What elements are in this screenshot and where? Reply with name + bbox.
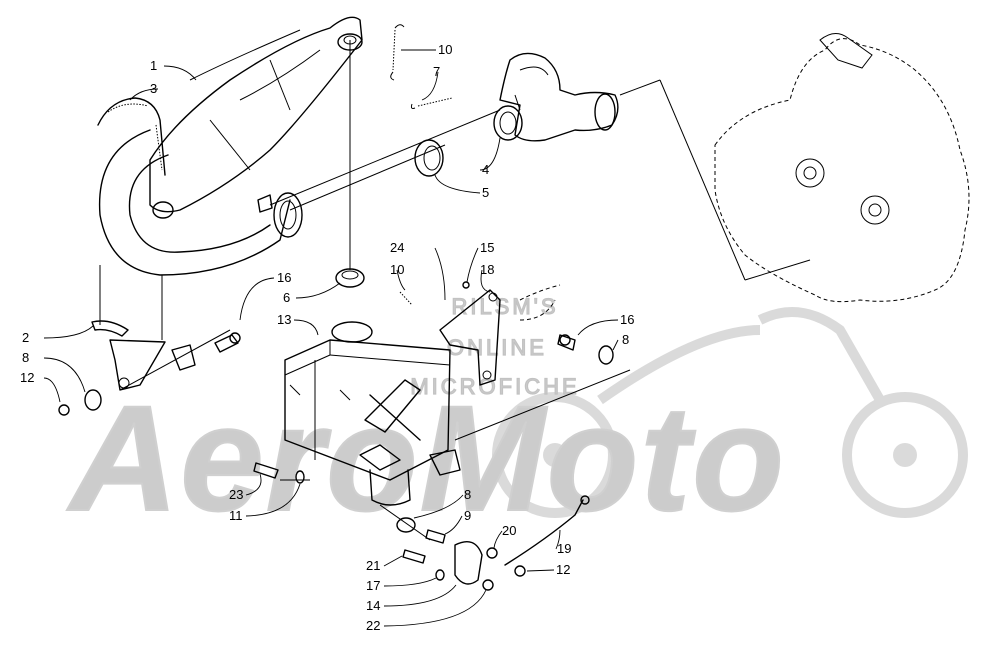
grommet-part-6 [335,268,365,288]
callout-21: 21 [366,558,380,573]
watermark: AeroMoto RILSM'S ONLINE MICROFICHE [65,293,968,543]
silencer-tank-part-13 [284,321,461,506]
callout-10: 10 [438,42,452,57]
callout-13: 13 [277,312,291,327]
bracket-part-24 [399,289,501,386]
callout-7: 7 [433,64,440,79]
callout-16b: 16 [620,312,634,327]
gasket-part-5 [414,139,444,177]
spring-part-7 [410,97,453,109]
callout-8c: 8 [464,487,471,502]
callout-24: 24 [390,240,404,255]
hardware-parts [58,281,614,591]
bracket-part-2 [91,320,196,391]
callout-4: 4 [482,162,489,177]
callout-6: 6 [283,290,290,305]
callout-labels: 1 3 10 7 4 5 24 15 10 18 16 6 13 2 8 12 … [20,42,634,633]
callout-16: 16 [277,270,291,285]
callout-15: 15 [480,240,494,255]
callout-19: 19 [557,541,571,556]
exhaust-manifold-part [493,52,619,142]
cable-part [519,284,561,321]
callout-1: 1 [150,58,157,73]
callout-5: 5 [482,185,489,200]
watermark-wheel-spokes-icon [543,443,917,467]
callout-8: 8 [22,350,29,365]
callout-8b: 8 [622,332,629,347]
callout-leaders [43,49,619,627]
spring-part-3 [97,97,166,176]
spring-part-10-top [390,24,405,81]
watermark-brand: AeroMoto [66,374,786,542]
callout-3: 3 [150,81,157,96]
callout-12b: 12 [556,562,570,577]
callout-20: 20 [502,523,516,538]
watermark-motorcycle-icon [492,307,968,518]
watermark-line3: MICROFICHE [410,374,579,399]
callout-2: 2 [22,330,29,345]
muffler-part [98,16,363,276]
callout-11: 11 [229,508,243,523]
callout-18: 18 [480,262,494,277]
callout-23: 23 [229,487,243,502]
callout-22: 22 [366,618,380,633]
callout-14: 14 [366,598,380,613]
watermark-line1: RILSM'S [451,294,558,319]
grommet-part-top [337,33,363,51]
callout-12: 12 [20,370,34,385]
callout-17: 17 [366,578,380,593]
engine-outline [714,33,970,303]
callout-10b: 10 [390,262,404,277]
callout-9: 9 [464,508,471,523]
assembly-lines [99,40,811,541]
